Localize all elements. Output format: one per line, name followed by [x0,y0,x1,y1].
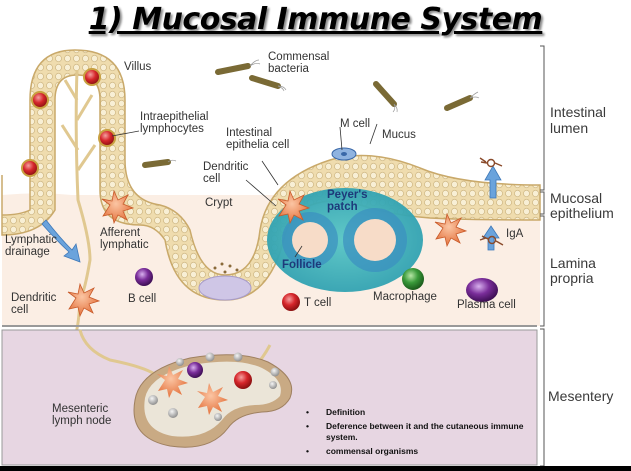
label-plasma-cell: Plasma cell [457,299,516,311]
label-commensal-bacteria-1: Commensal [268,51,329,63]
node-t-cell [234,371,252,389]
b-cell [135,268,153,286]
label-intestinal-epithelia-2: epithelia cell [226,139,289,151]
label-intraepithelial-1: Intraepithelial [140,111,208,123]
label-intraepithelial-2: lymphocytes [140,123,204,135]
bullet-item: commensal organisms [306,446,536,457]
label-lymphatic-drainage-1: Lymphatic [5,234,57,246]
lymphatic-drainage-arrow [41,219,81,263]
iga-molecules [479,157,504,246]
label-b-cell: B cell [128,293,156,305]
label-peyers-patch-2: patch [327,201,358,213]
slide-title: 1) Mucosal Immune System [88,2,543,37]
crypt-base-cells [198,275,252,301]
label-intestinal-epithelia-1: Intestinal [226,127,272,139]
region-lamina-propria-1: Lamina [550,255,596,271]
label-dendritic-cell-top-2: cell [203,173,220,185]
region-brackets [540,45,545,467]
label-lymphatic-drainage-2: drainage [5,246,50,258]
region-mesentery: Mesentery [548,388,613,404]
bullet-list: Definition Deference between it and the … [306,407,536,460]
label-peyers-patch-1: Peyer's [327,189,367,201]
region-lamina-propria-2: propria [550,270,594,286]
label-mesenteric-2: lymph node [52,415,111,427]
label-dendritic-cell-bottom-2: cell [11,304,28,316]
node-b-cell [187,362,203,378]
label-commensal-bacteria-2: bacteria [268,63,310,75]
iga-arrow-upper [484,165,502,199]
label-follicle: Follicle [282,259,322,271]
label-dendritic-cell-top-1: Dendritic [203,161,249,173]
label-macrophage: Macrophage [373,291,437,303]
flow-arrows [41,165,502,263]
region-intestinal-lumen-1: Intestinal [550,104,606,120]
label-mesenteric-1: Mesenteric [52,403,108,415]
label-villus: Villus [124,61,152,73]
bottom-bar [0,466,631,471]
bullet-item: Deference between it and the cutaneous i… [306,421,536,443]
label-t-cell: T cell [304,297,331,309]
region-mucosal-epithelium-2: epithelium [550,205,614,221]
follicle-core-left [292,222,328,258]
label-iga: IgA [506,228,524,240]
region-intestinal-lumen-2: lumen [550,120,588,136]
macrophage [402,268,424,290]
dendritic-cells [67,189,468,318]
label-dendritic-cell-bottom-1: Dendritic [11,292,57,304]
node-dendritic-cells [157,366,228,415]
bullet-item: Definition [306,407,536,418]
label-m-cell: M cell [340,118,370,130]
label-crypt: Crypt [205,197,233,209]
label-mucus: Mucus [382,129,416,141]
leader-lines [111,123,378,258]
intraepithelial-lymphocytes [21,68,116,177]
lymph-node-cells [148,352,280,421]
plasma-cell [466,278,498,302]
crypt-granules [213,262,239,274]
region-mucosal-epithelium-1: Mucosal [550,190,602,206]
t-cell [282,293,300,311]
commensal-bacteria [142,63,473,168]
follicle-core-right [354,219,396,261]
label-afferent-lymphatic-1: Afferent [100,227,141,239]
label-afferent-lymphatic-2: lymphatic [100,239,149,251]
